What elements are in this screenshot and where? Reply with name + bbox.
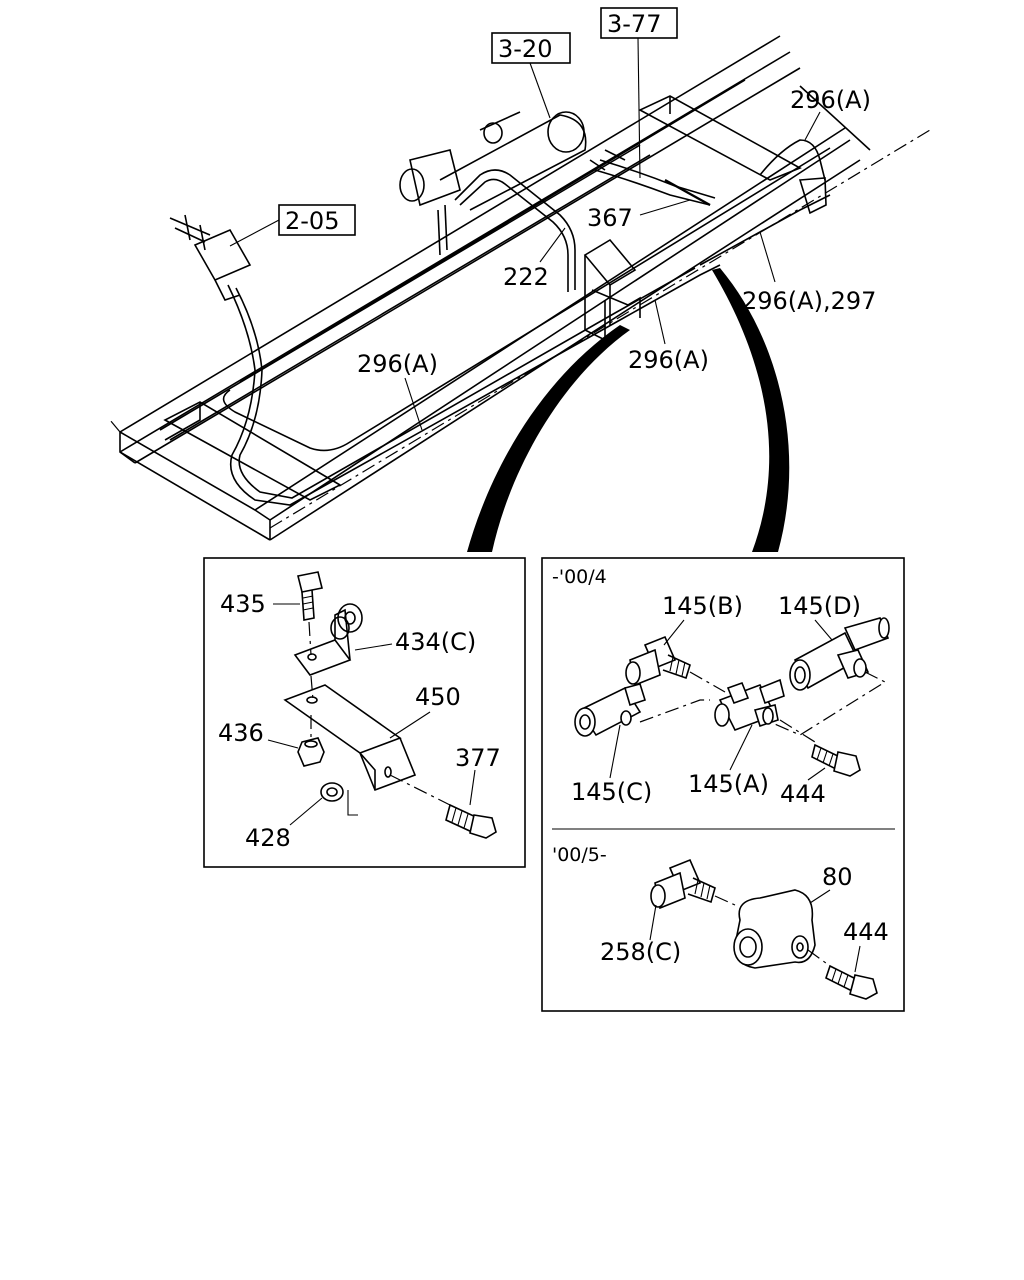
- fitting-145d: [789, 617, 890, 691]
- ref-box-3-77: 3-77: [600, 7, 678, 179]
- label-296a-top: 296(A): [790, 86, 871, 114]
- svg-text:2-05: 2-05: [285, 207, 339, 235]
- bracket-450: [283, 684, 417, 792]
- nut-436: [297, 737, 325, 767]
- valve-2-05: [169, 214, 252, 301]
- hose-367: [589, 149, 716, 207]
- bolt-435: [297, 571, 323, 656]
- label-222: 222: [503, 263, 549, 291]
- label-145c: 145(C): [571, 778, 652, 806]
- label-444-a: 444: [780, 780, 826, 808]
- label-296a-left: 296(A): [357, 350, 438, 378]
- label-296a-mid: 296(A): [628, 346, 709, 374]
- fitting-145a: [714, 678, 785, 732]
- label-428: 428: [245, 824, 291, 852]
- ref-box-3-20: 3-20: [491, 32, 571, 119]
- callout-right: [712, 268, 790, 552]
- bolt-444-a: [811, 743, 861, 777]
- fitting-80: [733, 889, 816, 969]
- label-145a: 145(A): [688, 770, 769, 798]
- label-80: 80: [822, 863, 853, 891]
- detail-panel-bracket: 435 434(C) 450 436 377 428: [203, 557, 526, 868]
- chassis-frame: [109, 35, 931, 541]
- pipe-222: [454, 169, 576, 292]
- pipe-296a: [227, 139, 831, 506]
- bolt-377: [445, 803, 497, 839]
- label-258c: 258(C): [600, 938, 681, 966]
- fitting-258c: [650, 858, 716, 910]
- label-434c: 434(C): [395, 628, 476, 656]
- label-444-b: 444: [843, 918, 889, 946]
- period-label-1: -'00/4: [552, 566, 607, 588]
- fitting-145b: [625, 635, 691, 687]
- label-367: 367: [587, 204, 633, 232]
- svg-text:3-77: 3-77: [607, 10, 661, 38]
- label-145b: 145(B): [662, 592, 743, 620]
- label-450: 450: [415, 683, 461, 711]
- label-377: 377: [455, 744, 501, 772]
- label-296a-297: 296(A),297: [742, 287, 876, 315]
- label-145d: 145(D): [778, 592, 861, 620]
- svg-text:3-20: 3-20: [498, 35, 552, 63]
- label-435: 435: [220, 590, 266, 618]
- air-tank: [399, 111, 587, 256]
- ref-box-2-05: 2-05: [229, 204, 356, 247]
- label-436: 436: [218, 719, 264, 747]
- fitting-145c: [574, 683, 646, 737]
- clamp-434c: [293, 603, 363, 676]
- bolt-444-b: [825, 964, 878, 1000]
- callout-left: [467, 325, 630, 552]
- period-label-2: '00/5-: [552, 844, 607, 866]
- washer-428: [320, 782, 344, 802]
- detail-panel-fittings: -'00/4 '00/5-: [541, 557, 905, 1012]
